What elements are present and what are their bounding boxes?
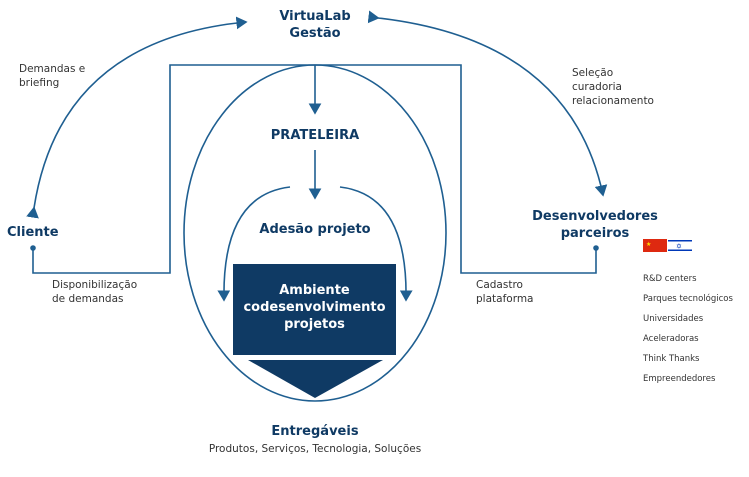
- shelf-label: PRATELEIRA: [270, 128, 360, 143]
- partner-type: Parques tecnológicos: [643, 294, 733, 304]
- right-arrow-label: Seleção curadoria relacionamento: [572, 67, 654, 107]
- partners-label: Desenvolvedores parceiros: [532, 209, 658, 241]
- environment-label: Ambiente codesenvolvimento projetos: [243, 283, 386, 332]
- israel-flag-icon: ✡: [668, 239, 692, 252]
- client-label: Cliente: [7, 225, 59, 240]
- partner-type: R&D centers: [643, 274, 697, 284]
- china-flag-icon: ★: [643, 239, 667, 252]
- arrow-right-curve: [339, 186, 413, 302]
- left-arrow-label: Demandas e briefing: [19, 63, 86, 89]
- deliverables-list: Produtos, Serviços, Tecnologia, Soluções: [208, 443, 422, 455]
- svg-text:✡: ✡: [676, 243, 682, 251]
- partner-type: Empreendedores: [643, 374, 716, 384]
- partner-type: Universidades: [643, 314, 704, 324]
- adhesion-label: Adesão projeto: [259, 222, 371, 237]
- arrow-client-gestao: [26, 16, 248, 219]
- partner-types-list: R&D centers Parques tecnológicos Univers…: [643, 264, 733, 394]
- client-line-label: Disponibilização de demandas: [52, 279, 138, 305]
- partner-type: Aceleradoras: [643, 334, 699, 344]
- svg-text:★: ★: [646, 241, 651, 248]
- gestao-title: VirtuaLab Gestão: [279, 9, 351, 41]
- environment-box: [233, 264, 396, 355]
- deliverable-arrowhead: [248, 360, 383, 398]
- arrow-left-curve: [217, 186, 291, 302]
- deliverables-title: Entregáveis: [271, 424, 359, 439]
- partner-type: Think Thanks: [643, 354, 700, 364]
- arrow-gestao-partners: [367, 10, 608, 197]
- partners-line-label: Cadastro plataforma: [476, 279, 534, 305]
